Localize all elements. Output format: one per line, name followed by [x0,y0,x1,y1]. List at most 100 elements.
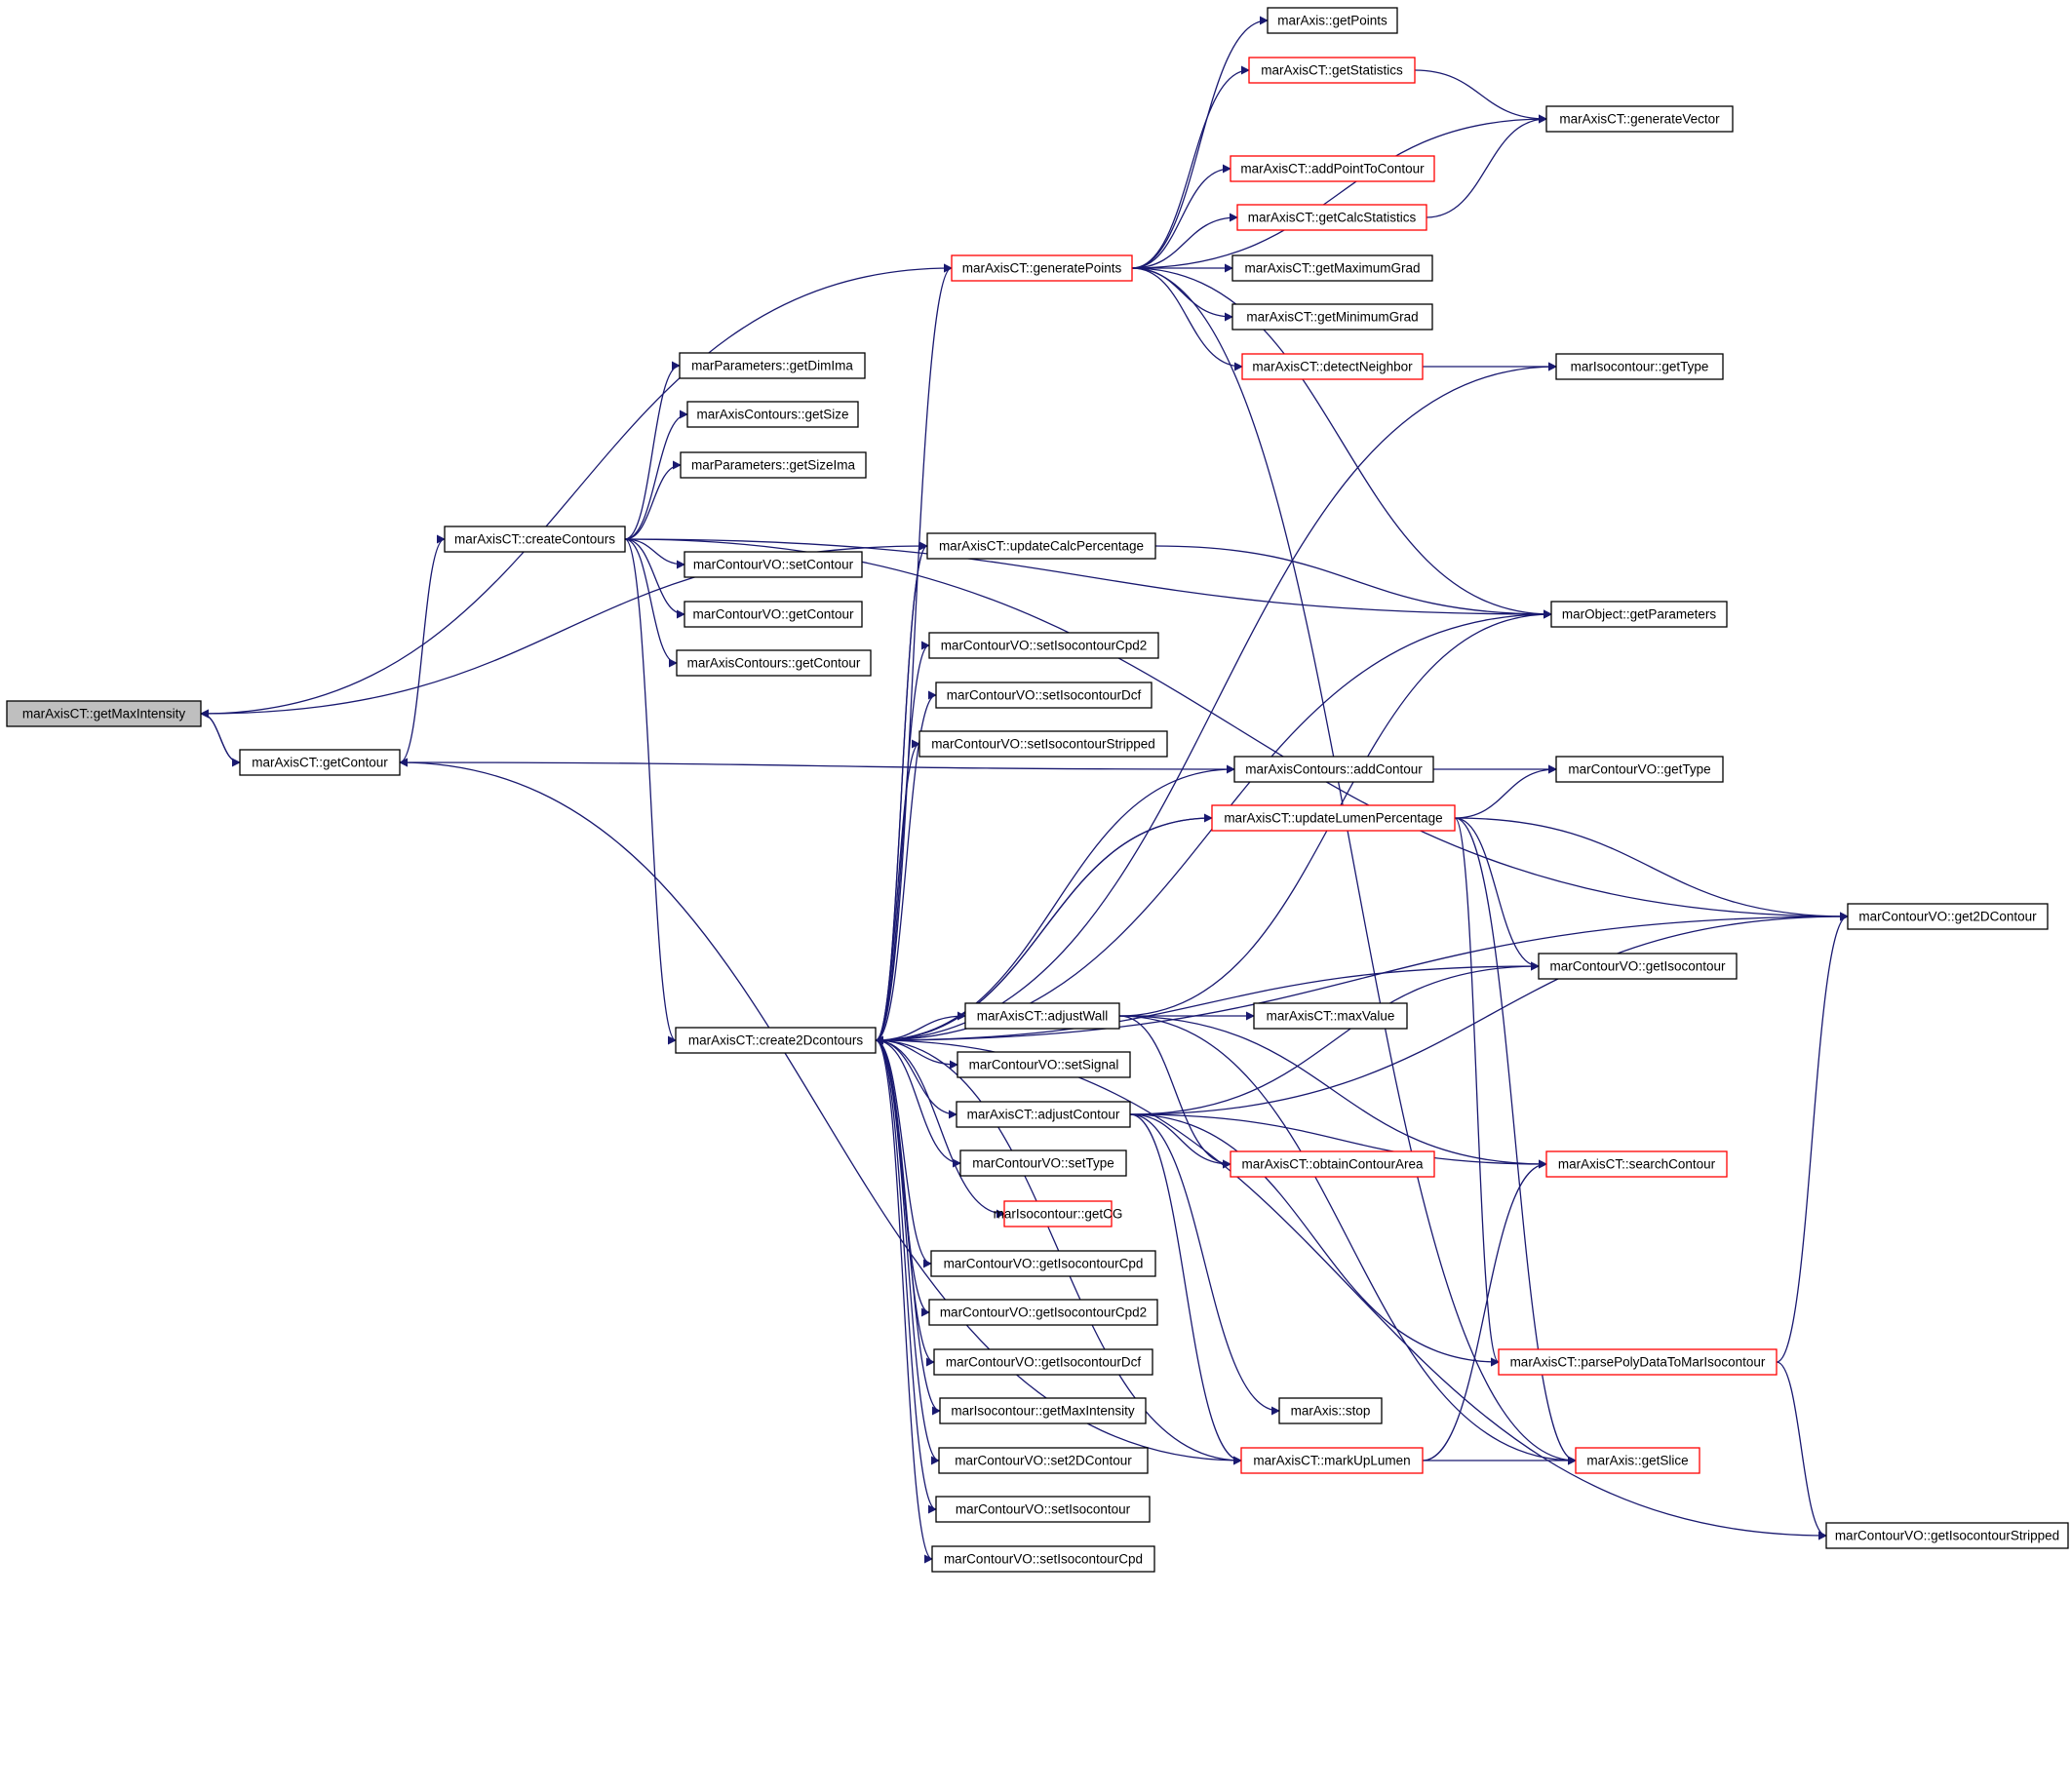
node-get2DContour[interactable]: marContourVO::get2DContour [1847,903,2049,930]
node-obtainContourArea[interactable]: marAxisCT::obtainContourArea [1230,1150,1435,1178]
node-label: marObject::getParameters [1562,607,1717,622]
node-label: marContourVO::setIsocontourStripped [931,737,1155,752]
node-getDimIma[interactable]: marParameters::getDimIma [679,352,866,379]
node-box [1230,1150,1435,1178]
node-box [444,526,626,553]
node-getIsocontourCpd2[interactable]: marContourVO::getIsocontourCpd2 [928,1299,1158,1326]
edge-adjustWall-to-getSlice [1118,1015,1577,1465]
node-setType[interactable]: marContourVO::setType [959,1149,1127,1177]
node-vo_getType[interactable]: marContourVO::getType [1555,756,1724,783]
node-box [928,632,1159,659]
edge-getContour-to-getMaxIntensity [200,709,241,763]
node-ac_getContour[interactable]: marAxisContours::getContour [676,649,872,677]
node-box [935,682,1153,709]
node-label: marAxis::getPoints [1277,14,1387,28]
edge-adjustContour-to-markUpLumen [1129,1113,1242,1465]
node-set2DContour[interactable]: marContourVO::set2DContour [938,1447,1149,1474]
node-detectNeighbor[interactable]: marAxisCT::detectNeighbor [1241,353,1424,380]
node-getMaximumGrad[interactable]: marAxisCT::getMaximumGrad [1231,254,1433,282]
edge-markUpLumen-to-searchContour [1422,1159,1547,1461]
node-box [676,649,872,677]
node-label: marAxisCT::maxValue [1267,1009,1395,1024]
node-label: marContourVO::setContour [693,558,854,572]
node-box [1003,1200,1113,1227]
node-getIsocontourCpd[interactable]: marContourVO::getIsocontourCpd [930,1250,1156,1277]
node-label: marAxisCT::obtainContourArea [1241,1157,1424,1172]
node-box [675,1027,877,1054]
node-iso_getType[interactable]: marIsocontour::getType [1555,353,1724,380]
node-label: marAxisCT::detectNeighbor [1252,360,1413,374]
edge-getCalcStatistics-to-generateVector [1426,114,1547,218]
node-box [1555,756,1724,783]
node-label: marAxisCT::adjustContour [967,1108,1120,1122]
node-label: marContourVO::get2DContour [1858,910,2037,924]
node-updateCalcPercentage[interactable]: marAxisCT::updateCalcPercentage [926,532,1156,560]
edge-createContours-to-vo_setContour [624,538,685,569]
node-label: marAxisCT::updateLumenPercentage [1224,811,1442,826]
edge-generatePoints-to-getStatistics [1131,65,1250,269]
node-getParameters[interactable]: marObject::getParameters [1550,601,1728,628]
edge-create2Dcontours-to-getIsocontour [875,961,1540,1041]
node-setIsocontourStripped[interactable]: marContourVO::setIsocontourStripped [918,730,1168,758]
node-adjustWall[interactable]: marAxisCT::adjustWall [964,1002,1120,1030]
node-getCalcStatistics[interactable]: marAxisCT::getCalcStatistics [1236,204,1427,231]
node-stop[interactable]: marAxis::stop [1278,1397,1383,1424]
node-box [1847,903,2049,930]
node-generatePoints[interactable]: marAxisCT::generatePoints [951,254,1133,282]
node-setIsocontour[interactable]: marContourVO::setIsocontour [935,1496,1151,1523]
node-vo_setContour[interactable]: marContourVO::setContour [684,551,863,578]
edge-addContour-to-getContour [399,758,1235,770]
node-create2Dcontours[interactable]: marAxisCT::create2Dcontours [675,1027,877,1054]
node-addContour[interactable]: marAxisContours::addContour [1233,756,1434,783]
node-label: marAxis::getSlice [1586,1454,1688,1468]
node-getStatistics[interactable]: marAxisCT::getStatistics [1248,57,1416,84]
node-getSizeIma[interactable]: marParameters::getSizeIma [680,451,867,479]
node-box [1545,105,1734,133]
node-label: marContourVO::getType [1568,762,1710,777]
node-setSignal[interactable]: marContourVO::setSignal [957,1051,1131,1078]
node-getIsocontourStripped[interactable]: marContourVO::getIsocontourStripped [1825,1522,2069,1549]
node-getCG[interactable]: marIsocontour::getCG [994,1200,1123,1227]
node-box [939,1397,1147,1424]
node-box [931,1545,1155,1573]
node-label: marAxisCT::create2Dcontours [688,1033,864,1048]
node-getIsocontour[interactable]: marContourVO::getIsocontour [1538,953,1738,980]
node-setIsocontourDcf[interactable]: marContourVO::setIsocontourDcf [935,682,1153,709]
node-searchContour[interactable]: marAxisCT::searchContour [1545,1150,1728,1178]
edge-getStatistics-to-generateVector [1414,69,1547,124]
node-getMinimumGrad[interactable]: marAxisCT::getMinimumGrad [1231,303,1433,331]
node-getPoints[interactable]: marAxis::getPoints [1267,7,1398,34]
edge-updateLumenPercentage-to-getIsocontour [1454,817,1540,971]
node-setIsocontourCpd[interactable]: marContourVO::setIsocontourCpd [931,1545,1155,1573]
node-label: marAxisCT::getMaximumGrad [1244,261,1420,276]
node-getSlice[interactable]: marAxis::getSlice [1575,1447,1700,1474]
node-getContour[interactable]: marAxisCT::getContour [239,749,401,776]
edge-createContours-to-create2Dcontours [624,538,677,1045]
node-box [1230,155,1435,182]
node-updateLumenPercentage[interactable]: marAxisCT::updateLumenPercentage [1211,804,1456,832]
node-box [959,1149,1127,1177]
node-addPointToContour[interactable]: marAxisCT::addPointToContour [1230,155,1435,182]
edge-create2Dcontours-to-getCG [875,1039,1005,1219]
node-setIsocontourCpd2[interactable]: marContourVO::setIsocontourCpd2 [928,632,1159,659]
node-createContours[interactable]: marAxisCT::createContours [444,526,626,553]
node-adjustContour[interactable]: marAxisCT::adjustContour [956,1101,1131,1128]
node-maxValue[interactable]: marAxisCT::maxValue [1253,1002,1408,1030]
edge-createContours-to-get2DContour [624,538,1849,921]
node-generateVector[interactable]: marAxisCT::generateVector [1545,105,1734,133]
node-label: marParameters::getDimIma [691,359,853,373]
node-box [6,700,202,727]
edge-parsePolyData-to-get2DContour [1776,912,1849,1363]
node-iso_getMaxIntensity[interactable]: marIsocontour::getMaxIntensity [939,1397,1147,1424]
edge-updateLumenPercentage-to-parsePolyData [1454,817,1500,1367]
node-vo_getContour[interactable]: marContourVO::getContour [684,601,863,628]
node-box [951,254,1133,282]
node-ac_getSize[interactable]: marAxisContours::getSize [686,401,859,428]
node-getIsocontourDcf[interactable]: marContourVO::getIsocontourDcf [933,1348,1153,1376]
node-box [1241,353,1424,380]
edge-createContours-to-getSizeIma [624,460,682,540]
node-getMaxIntensity[interactable]: marAxisCT::getMaxIntensity [6,700,202,727]
node-parsePolyData[interactable]: marAxisCT::parsePolyDataToMarIsocontour [1498,1348,1778,1376]
edge-layer [200,16,1849,1564]
node-markUpLumen[interactable]: marAxisCT::markUpLumen [1240,1447,1424,1474]
